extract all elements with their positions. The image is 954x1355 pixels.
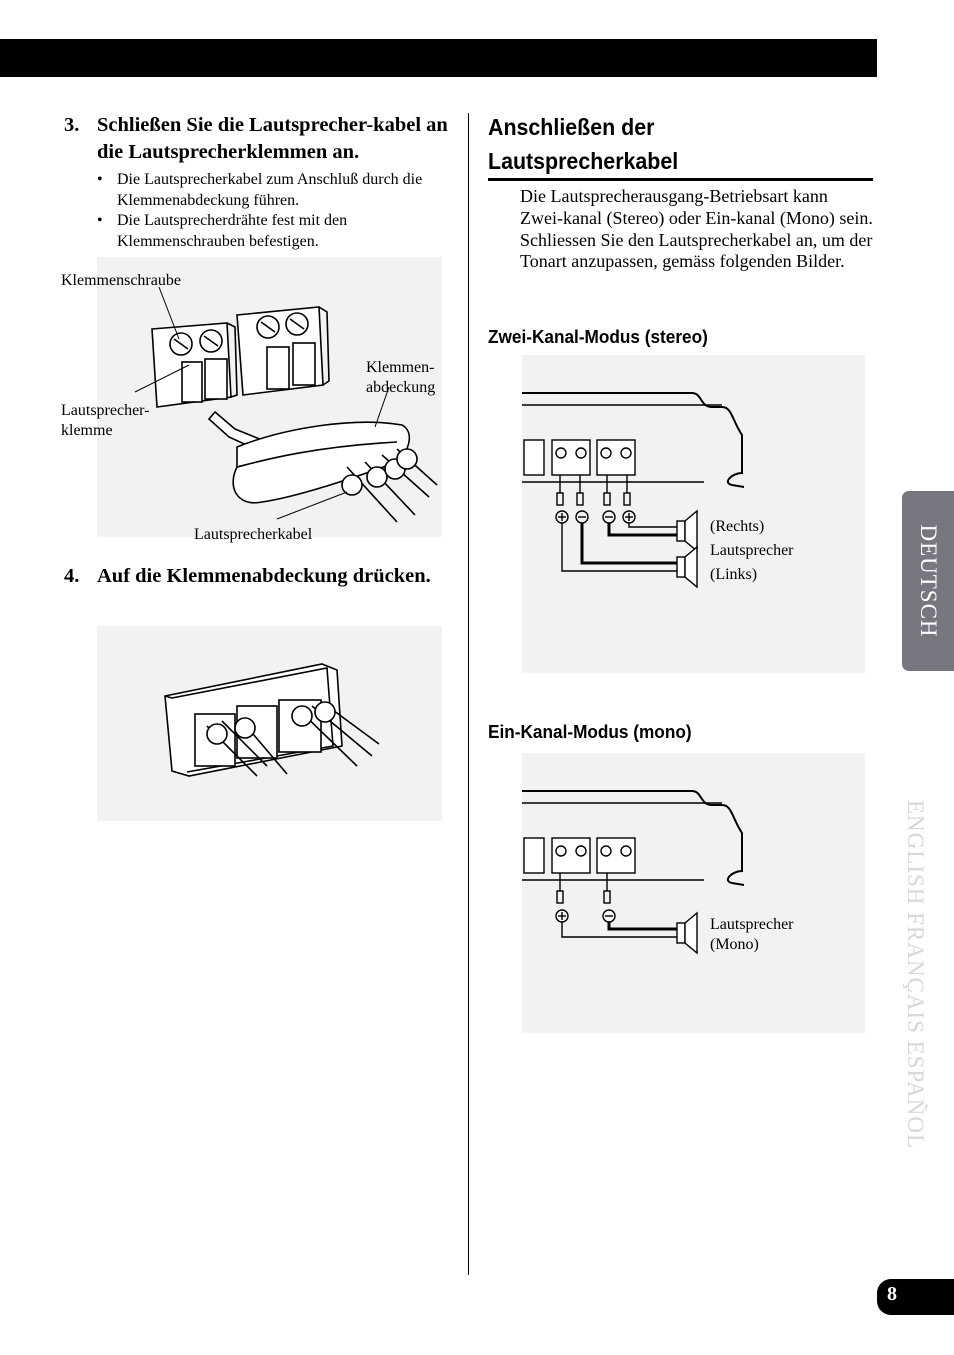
step-text: Schließen Sie die Lautsprecher-kabel an … <box>97 114 448 163</box>
language-tab-label: DEUTSCH <box>916 524 941 638</box>
language-tab: DEUTSCH <box>902 491 954 671</box>
step-number: 3. <box>64 114 80 136</box>
header-bar <box>0 39 877 77</box>
label-cable: Lautsprecherkabel <box>194 526 313 543</box>
mono-figure <box>522 753 865 1033</box>
label-terminal: Lautsprecher- klemme <box>61 402 150 439</box>
step-3-bullets: •Die Lautsprecherkabel zum Anschluß durc… <box>97 170 447 252</box>
step-text: Auf die Klemmenabdeckung drücken. <box>97 565 431 587</box>
terminal-figure <box>97 257 442 537</box>
column-divider <box>468 113 469 1275</box>
list-item: •Die Lautsprecherdrähte fest mit den Kle… <box>97 212 348 250</box>
label-right: (Rechts) <box>710 518 765 535</box>
step-number: 4. <box>64 565 80 587</box>
stereo-heading: Zwei-Kanal-Modus (stereo) <box>488 326 708 347</box>
label-left: (Links) <box>710 566 758 583</box>
label-speaker-mono: Lautsprecher <box>710 916 794 933</box>
stereo-wiring-diagram <box>522 392 745 589</box>
label-speaker-stereo: Lautsprecher <box>710 542 794 559</box>
faded-language-tabs: ENGLISH FRANÇAIS ESPAÑOL <box>903 800 928 1150</box>
title-rule <box>488 178 873 181</box>
cover-figure <box>97 626 442 821</box>
label-cover: Klemmen- abdeckung <box>366 359 436 396</box>
cover-illustration <box>164 663 380 777</box>
section-intro: Die Lautsprecherausgang-Betriebsart kann… <box>520 186 873 272</box>
page-number-badge: 8 <box>877 1279 954 1315</box>
label-mono: (Mono) <box>710 936 759 953</box>
mono-wiring-diagram <box>522 790 745 955</box>
list-item: •Die Lautsprecherkabel zum Anschluß durc… <box>97 171 423 209</box>
mono-heading: Ein-Kanal-Modus (mono) <box>488 721 692 742</box>
section-title: Anschließen der Lautsprecherkabel <box>488 114 679 174</box>
label-screw: Klemmenschraube <box>61 272 181 289</box>
stereo-figure <box>522 355 865 673</box>
terminal-illustration <box>134 286 438 523</box>
page-number: 8 <box>887 1283 897 1305</box>
